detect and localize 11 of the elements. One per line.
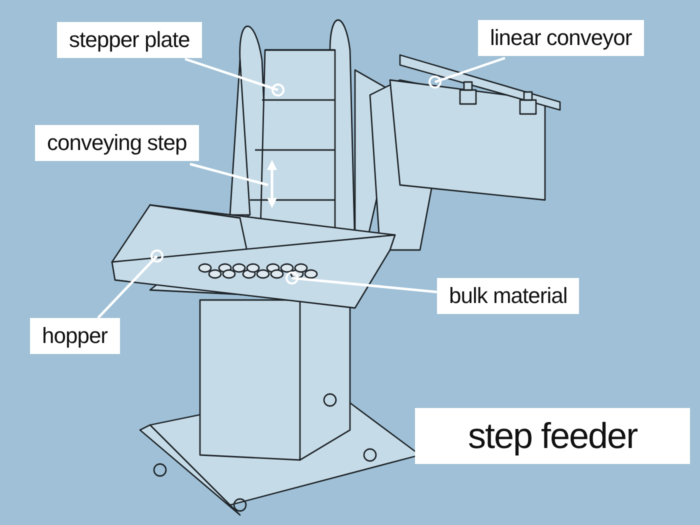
leader-line [286, 272, 438, 294]
leader-line [97, 250, 164, 319]
leader-line [190, 162, 268, 186]
title: step feeder [415, 408, 690, 464]
leader-line [428, 56, 506, 88]
leader-line [184, 58, 284, 96]
callout-label: hopper [30, 318, 120, 354]
callout-label: conveying step [35, 125, 199, 161]
callout-label: bulk material [437, 278, 580, 314]
callout-label: stepper plate [57, 22, 202, 58]
callout-label: linear conveyor [478, 20, 644, 56]
